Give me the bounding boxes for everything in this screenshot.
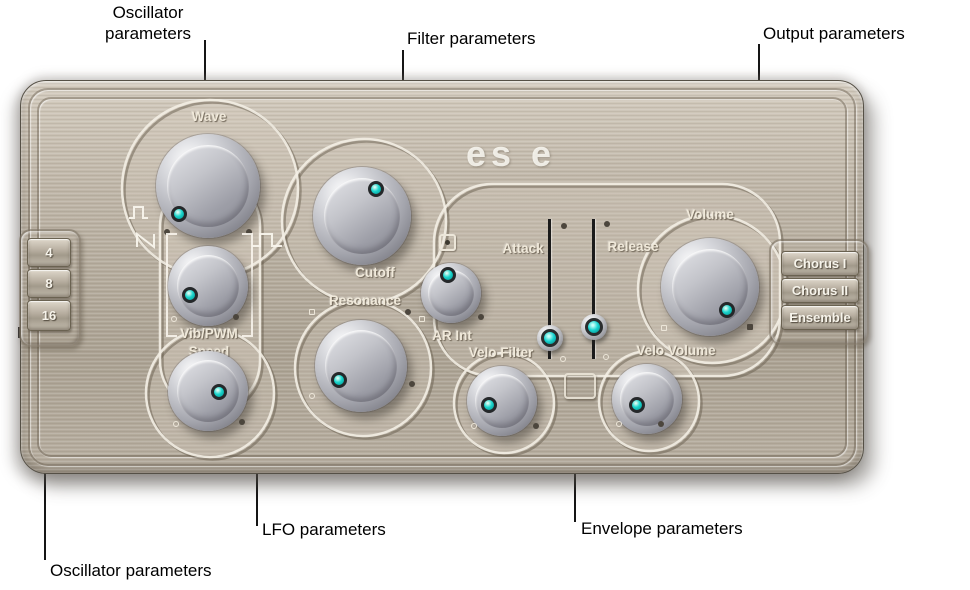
slider-base-plate [564,373,596,399]
release-slider[interactable] [581,219,607,359]
cutoff-label: Cutoff [355,265,395,280]
knob-tick [478,314,484,320]
octave-button-8[interactable]: 8 [27,269,71,298]
octave-button-housing [19,229,81,347]
callout-oscillator-bottom: Oscillator parameters [50,561,212,580]
callout-line [574,436,576,522]
resonance-knob-face [325,330,397,402]
volume-knob-indicator [719,302,735,318]
pulse-wave-icon [129,206,148,219]
vib-pwm-label: Vib/PWM [180,326,238,341]
knob-tick [616,421,622,427]
callout-envelope: Envelope parameters [581,519,743,538]
sawtooth-wave-icon [136,231,155,250]
es-e-panel: es e Wave Vib/PWM Speed [19,80,869,474]
callout-oscillator-top-line1: Oscillator [112,3,184,22]
knob-tick [309,393,315,399]
volume-label: Volume [686,207,734,222]
wave-knob[interactable] [156,134,260,238]
cutoff-knob-indicator [368,181,384,197]
vib-pwm-knob[interactable] [168,246,248,326]
attack-slider[interactable] [537,219,563,359]
knob-tick [661,325,667,331]
pulse-wave-icon [252,233,282,247]
effect-button-chorus-2[interactable]: Chorus II [781,278,859,303]
cutoff-knob[interactable] [313,167,411,265]
knob-tick [747,324,753,330]
vib-pwm-knob-face [176,254,240,318]
velo-volume-label: Velo Volume [636,343,716,358]
cutoff-knob-face [323,177,401,255]
velo-filter-knob-indicator [481,397,497,413]
knob-tick [658,421,664,427]
callout-lfo: LFO parameters [262,520,386,539]
vib-range-bracket-right [242,233,253,337]
release-slider-track[interactable] [592,219,595,359]
effect-button-chorus-1[interactable]: Chorus I [781,251,859,276]
knob-tick [533,423,539,429]
knob-tick [405,309,411,315]
callout-output: Output parameters [763,24,905,43]
knob-tick [409,381,415,387]
vib-range-bracket-left [166,233,177,337]
release-label: Release [607,239,659,254]
volume-knob-face [671,248,749,326]
knob-tick [246,229,252,235]
knob-tick [309,309,315,315]
resonance-knob[interactable] [315,320,407,412]
slider-tick [560,356,566,362]
knob-tick [471,423,477,429]
ar-int-knob[interactable] [421,263,481,323]
effect-button-ensemble[interactable]: Ensemble [781,305,859,330]
callout-filter: Filter parameters [407,29,536,48]
ar-int-label: AR Int [432,328,472,343]
effect-button-housing [769,239,869,345]
attack-slider-track[interactable] [548,219,551,359]
knob-tick [164,229,170,235]
wave-knob-indicator [171,206,187,222]
octave-button-16[interactable]: 16 [27,300,71,331]
volume-knob[interactable] [661,238,759,336]
slider-tick [603,354,609,360]
resonance-knob-indicator [331,372,347,388]
ar-mode-button[interactable] [439,234,456,251]
speed-knob[interactable] [168,351,248,431]
knob-tick [419,316,425,322]
release-slider-handle[interactable] [581,314,607,340]
ar-int-knob-indicator [440,267,456,283]
speed-knob-indicator [211,384,227,400]
velo-filter-knob[interactable] [467,366,537,436]
callout-oscillator-top: Oscillator parameters [78,2,218,44]
knob-tick [173,421,179,427]
octave-button-4[interactable]: 4 [27,238,71,267]
attack-slider-handle[interactable] [537,325,563,351]
velo-filter-label: Velo Filter [468,345,534,360]
callout-oscillator-top-line2: parameters [105,24,191,43]
velo-volume-knob[interactable] [612,364,682,434]
slider-tick [604,221,610,227]
knob-tick [239,419,245,425]
slider-tick [561,223,567,229]
attack-label: Attack [502,241,544,256]
knob-tick [171,316,177,322]
vib-pwm-knob-indicator [182,287,198,303]
knob-tick [233,314,239,320]
velo-volume-knob-face [619,371,675,427]
es-e-logo: es e [466,133,557,174]
wave-knob-label: Wave [191,109,227,124]
speed-knob-face [176,359,240,423]
resonance-label: Resonance [328,293,402,308]
velo-volume-knob-indicator [629,397,645,413]
